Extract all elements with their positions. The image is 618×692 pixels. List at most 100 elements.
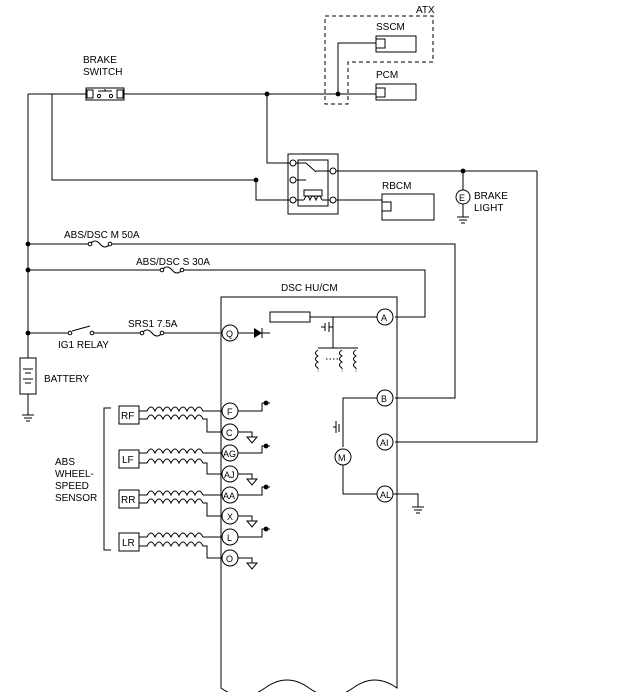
relay-coil	[303, 195, 323, 202]
sensor-lf-wire-a	[139, 448, 222, 455]
terminal-f-label: F	[227, 407, 233, 417]
transistor-icon	[321, 317, 334, 348]
ground-icon	[238, 431, 259, 444]
rbcm-label: RBCM	[382, 181, 411, 192]
relay-terminal	[289, 159, 297, 167]
sensor-rr-box	[118, 489, 140, 509]
battery-icon	[19, 357, 37, 395]
atx-dashed-outline	[324, 15, 434, 105]
relay-contact-terminal	[89, 330, 95, 336]
battery-cells	[23, 368, 33, 384]
terminal-aj-label: AJ	[224, 470, 235, 480]
wire-motor-to-al	[342, 465, 377, 495]
motor-relay-icon	[333, 421, 340, 433]
fuse-abs-m-label: ABS/DSC M 50A	[64, 230, 140, 241]
brake-light-group: E BRAKE LIGHT	[395, 171, 538, 443]
rbcm-pin	[381, 201, 392, 212]
sensor-lr-label: LR	[122, 538, 135, 549]
solenoid-leads	[317, 358, 357, 372]
sscm-label: SSCM	[376, 22, 405, 33]
fuse-srs1-label: SRS1 7.5A	[128, 319, 178, 330]
sensor-lf-label: LF	[122, 455, 134, 466]
brake-switch-pin-left	[86, 89, 94, 99]
brake-light-label-1: BRAKE	[474, 191, 508, 202]
wire-abs-s	[28, 269, 426, 318]
dsc-hucm-group: DSC HU/CM Q A B M AI AL	[220, 283, 424, 692]
terminal-o-label: O	[226, 554, 233, 564]
sensor-lr-wire-b	[139, 541, 222, 559]
resistor-icon	[269, 311, 311, 323]
brake-switch-group: BRAKE SWITCH	[28, 55, 376, 101]
terminal-b-label: B	[381, 394, 387, 404]
fuse-terminal	[107, 241, 113, 247]
ground-icon	[238, 515, 259, 528]
ig1-relay-contact	[71, 325, 91, 332]
sensor-rf-box	[118, 405, 140, 425]
wire-abs-m	[28, 243, 456, 399]
abs-sensor-label-1: ABS	[55, 457, 75, 468]
sscm-pin	[375, 38, 386, 49]
battery-label: BATTERY	[44, 374, 90, 385]
sensor-rr-wire-b	[139, 498, 222, 517]
sensor-lf-box	[118, 449, 140, 469]
relay-terminal	[329, 167, 337, 175]
sensor-bracket	[103, 407, 111, 551]
relay-contact	[296, 162, 330, 181]
fuse-icon	[89, 240, 111, 248]
relay-terminal	[289, 196, 297, 204]
motor-label: M	[338, 453, 346, 463]
fuse-terminal	[139, 330, 145, 336]
pcm-pin	[375, 87, 386, 98]
sensor-supply-wire	[238, 403, 263, 412]
solenoid-icon	[339, 349, 343, 369]
sensor-rf-wire-a	[139, 406, 222, 413]
fuse-icon	[141, 329, 163, 337]
brake-switch-contact-bar	[98, 89, 112, 92]
relay-terminal	[289, 176, 297, 184]
solenoid-icon	[353, 349, 357, 369]
abs-sensor-label-3: SPEED	[55, 481, 89, 492]
fuse-terminal	[159, 267, 165, 273]
dsc-hucm-label: DSC HU/CM	[281, 283, 338, 294]
fuse-terminal	[159, 330, 165, 336]
diode-bar	[261, 328, 270, 338]
ground-icon	[457, 204, 469, 224]
sensor-lr-box	[118, 532, 140, 552]
ground-icon	[22, 394, 34, 422]
terminal-aa-label: AA	[223, 491, 235, 501]
wire-to-relay-upper	[266, 94, 290, 164]
relay-terminal	[329, 196, 337, 204]
brake-relay-group	[253, 94, 537, 215]
fuse-icon	[161, 266, 183, 274]
terminal-c-label: C	[226, 428, 233, 438]
wire-to-rbcm	[336, 199, 383, 206]
junction-dot	[263, 526, 269, 532]
dsc-hucm-box	[220, 296, 398, 692]
junction-dot	[335, 91, 341, 97]
brake-switch-label-1: BRAKE	[83, 55, 117, 66]
ground-icon	[238, 473, 259, 486]
brake-relay-outer	[287, 153, 339, 215]
sscm-wire	[337, 42, 376, 94]
fuse-lines: ABS/DSC M 50A ABS/DSC S 30A SRS1 7.5A IG…	[28, 230, 456, 399]
wire-brake-light-to-ai	[395, 171, 538, 443]
terminal-ai-label: AI	[380, 438, 389, 448]
brake-light-label-2: LIGHT	[474, 203, 503, 214]
relay-contact-terminal	[67, 330, 73, 336]
brake-switch-pin-right	[116, 89, 124, 99]
sensor-rf-label: RF	[121, 411, 134, 422]
brake-switch-contact-1	[96, 93, 102, 99]
terminal-ag-label: AG	[223, 449, 236, 459]
lamp-symbol: E	[459, 193, 465, 203]
terminal-ai	[376, 433, 394, 451]
terminal-x-label: X	[227, 512, 233, 522]
terminal-l-label: L	[227, 533, 232, 543]
atx-group: ATX SSCM PCM	[324, 5, 435, 105]
brake-relay-inner	[297, 159, 329, 207]
terminal-q-label: Q	[226, 329, 233, 339]
ig1-relay-label: IG1 RELAY	[58, 340, 109, 351]
fuse-terminal	[87, 241, 93, 247]
atx-label: ATX	[416, 5, 435, 16]
pcm-label: PCM	[376, 70, 398, 81]
